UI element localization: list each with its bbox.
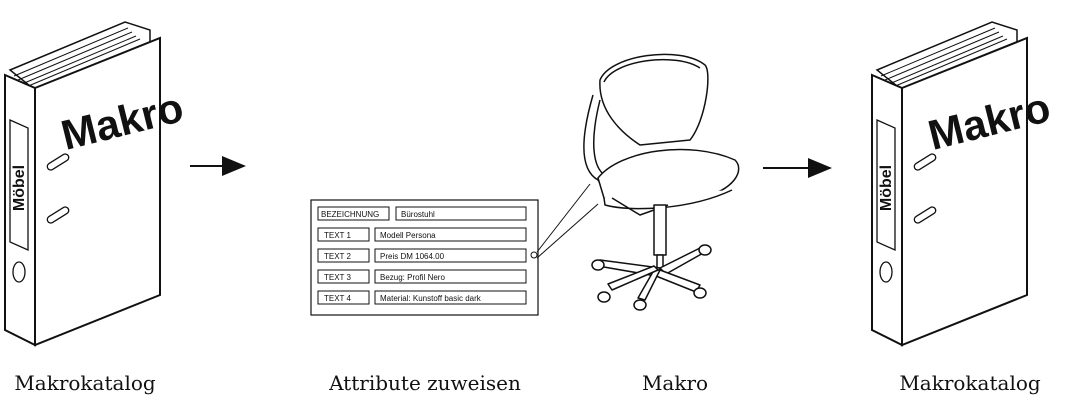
caption-step3: Makro [641, 371, 709, 395]
binder-icon [4, 21, 161, 346]
attachment-point [530, 251, 538, 259]
attribute-value: Bezug: Profil Nero [380, 273, 445, 282]
caption-step1: Makrokatalog [14, 371, 156, 395]
attribute-value: Material: Kunstoff basic dark [380, 294, 482, 303]
attribute-connector [536, 183, 599, 259]
attribute-key: TEXT 2 [324, 252, 352, 261]
binder-right: Makro Möbel [871, 21, 1055, 346]
binder-left-spine-label: Möbel [11, 165, 28, 211]
caption-step4: Makrokatalog [899, 371, 1041, 395]
binder-left: Makro Möbel [4, 21, 188, 346]
attribute-row: TEXT 3 Bezug: Profil Nero [317, 269, 527, 284]
attribute-key: TEXT 1 [324, 231, 352, 240]
binder-right-spine-label: Möbel [878, 165, 895, 211]
attribute-form: BEZEICHNUNG Bürostuhl TEXT 1 Modell Pers… [310, 199, 539, 316]
attribute-row: TEXT 4 Material: Kunstoff basic dark [317, 290, 527, 305]
office-chair-icon [583, 53, 740, 311]
attribute-key: BEZEICHNUNG [321, 210, 379, 219]
attribute-value: Bürostuhl [401, 210, 435, 219]
attribute-row: BEZEICHNUNG Bürostuhl [317, 206, 527, 221]
attribute-value: Modell Persona [380, 231, 436, 240]
attribute-row: TEXT 2 Preis DM 1064.00 [317, 248, 527, 263]
attribute-key: TEXT 3 [324, 273, 352, 282]
attribute-value: Preis DM 1064.00 [380, 252, 445, 261]
attribute-key: TEXT 4 [324, 294, 352, 303]
caption-step2: Attribute zuweisen [329, 371, 521, 395]
binder-icon [871, 21, 1028, 346]
attribute-row: TEXT 1 Modell Persona [317, 227, 527, 242]
